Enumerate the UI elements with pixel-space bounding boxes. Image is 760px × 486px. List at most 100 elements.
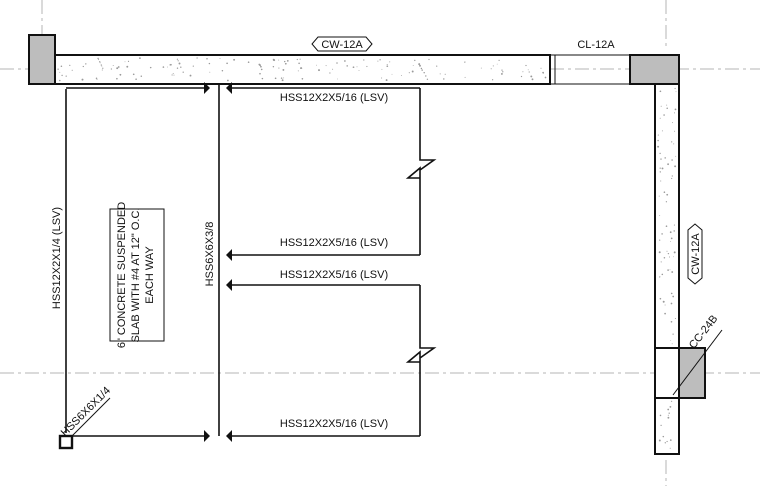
concrete-speck	[671, 159, 673, 161]
concrete-speck	[672, 295, 675, 298]
wall-tag-top-label: CW-12A	[321, 39, 363, 51]
concrete-speck	[664, 157, 666, 159]
concrete-speck	[663, 114, 665, 116]
concrete-speck	[284, 62, 287, 65]
concrete-speck	[673, 256, 674, 258]
concrete-speck	[278, 59, 280, 61]
concrete-speck	[498, 59, 500, 62]
concrete-speck	[671, 141, 673, 143]
concrete-speck	[182, 71, 184, 73]
concrete-speck	[116, 77, 118, 80]
concrete-speck	[659, 90, 662, 93]
concrete-speck	[659, 215, 661, 217]
top-right-concrete-column	[629, 54, 680, 85]
concrete-hatch	[57, 57, 677, 449]
concrete-speck	[296, 58, 298, 61]
concrete-speck	[126, 65, 129, 68]
center-beam-label: HSS6X6X3/8	[204, 222, 216, 287]
concrete-speck	[669, 231, 672, 234]
concrete-speck	[420, 67, 423, 70]
concrete-speck	[670, 237, 673, 240]
wall-tag-right: CW-12A	[687, 223, 703, 285]
concrete-speck	[530, 75, 533, 78]
concrete-speck	[300, 67, 303, 69]
concrete-speck	[102, 67, 104, 69]
concrete-speck	[112, 65, 114, 66]
concrete-speck	[274, 77, 277, 80]
concrete-speck	[669, 269, 671, 271]
concrete-speck	[180, 66, 182, 68]
concrete-speck	[95, 77, 98, 79]
concrete-speck	[425, 75, 427, 77]
concrete-speck	[669, 439, 672, 441]
concrete-speck	[189, 74, 192, 77]
top-left-concrete-column	[28, 34, 56, 85]
concrete-speck	[659, 171, 661, 173]
concrete-speck	[671, 343, 673, 345]
concrete-speck	[261, 77, 264, 80]
concrete-speck	[659, 117, 661, 119]
concrete-speck	[671, 175, 673, 177]
concrete-speck	[318, 69, 320, 72]
concrete-speck	[659, 297, 662, 300]
concrete-speck	[281, 79, 284, 82]
connection-mark-bottom-left	[204, 430, 210, 442]
concrete-speck	[101, 65, 103, 67]
concrete-speck	[659, 152, 661, 155]
steel-beams	[65, 82, 437, 442]
concrete-speck	[670, 340, 672, 341]
concrete-speck	[527, 69, 529, 71]
slab-note-line-1: 6" CONCRETE SUSPENDED	[116, 202, 128, 348]
concrete-speck	[663, 191, 666, 193]
concrete-speck	[100, 64, 102, 66]
concrete-speck	[196, 57, 198, 59]
concrete-speck	[116, 67, 119, 70]
concrete-speck	[464, 76, 466, 78]
concrete-speck	[356, 66, 358, 68]
concrete-speck	[316, 64, 318, 66]
concrete-speck	[259, 64, 261, 67]
concrete-speck	[171, 74, 173, 76]
concrete-speck	[192, 65, 194, 67]
post-label: HSS6X6X1/4	[59, 385, 113, 439]
concrete-speck	[660, 158, 662, 160]
concrete-speck	[667, 269, 669, 271]
concrete-speck	[491, 79, 494, 81]
concrete-speck	[381, 77, 383, 79]
concrete-speck	[674, 87, 676, 90]
concrete-speck	[219, 58, 221, 60]
concrete-speck	[659, 167, 661, 169]
concrete-speck	[166, 66, 168, 68]
concrete-speck	[664, 304, 666, 306]
concrete-speck	[209, 71, 211, 73]
concrete-speck	[99, 61, 101, 63]
concrete-speck	[490, 68, 492, 70]
concrete-speck	[260, 65, 262, 68]
mid-upper-beam-label: HSS12X2X5/16 (LSV)	[280, 237, 388, 249]
concrete-speck	[661, 233, 663, 235]
concrete-speck	[98, 59, 100, 61]
concrete-speck	[670, 302, 673, 305]
concrete-speck	[99, 62, 101, 64]
mid-lower-beam-label: HSS12X2X5/16 (LSV)	[280, 269, 388, 281]
concrete-speck	[260, 68, 263, 71]
concrete-speck	[336, 62, 338, 64]
concrete-speck	[414, 59, 416, 62]
concrete-speck	[663, 257, 666, 259]
concrete-speck	[386, 64, 388, 65]
concrete-speck	[381, 68, 383, 70]
slab-note-line-2: SLAB WITH #4 AT 12" O.C.	[130, 208, 142, 343]
concrete-speck	[176, 67, 179, 69]
corner-column-leader-line	[672, 329, 723, 396]
concrete-speck	[173, 74, 175, 76]
concrete-speck	[59, 71, 61, 73]
concrete-speck	[169, 64, 171, 66]
concrete-speck	[278, 67, 280, 69]
concrete-speck	[659, 239, 661, 241]
connection-mark-top-left	[204, 82, 210, 94]
top-beam-label: HSS12X2X5/16 (LSV)	[280, 92, 388, 104]
concrete-speck	[61, 74, 63, 77]
concrete-speck	[283, 77, 285, 79]
concrete-speck	[82, 65, 84, 68]
concrete-speck	[135, 78, 137, 80]
